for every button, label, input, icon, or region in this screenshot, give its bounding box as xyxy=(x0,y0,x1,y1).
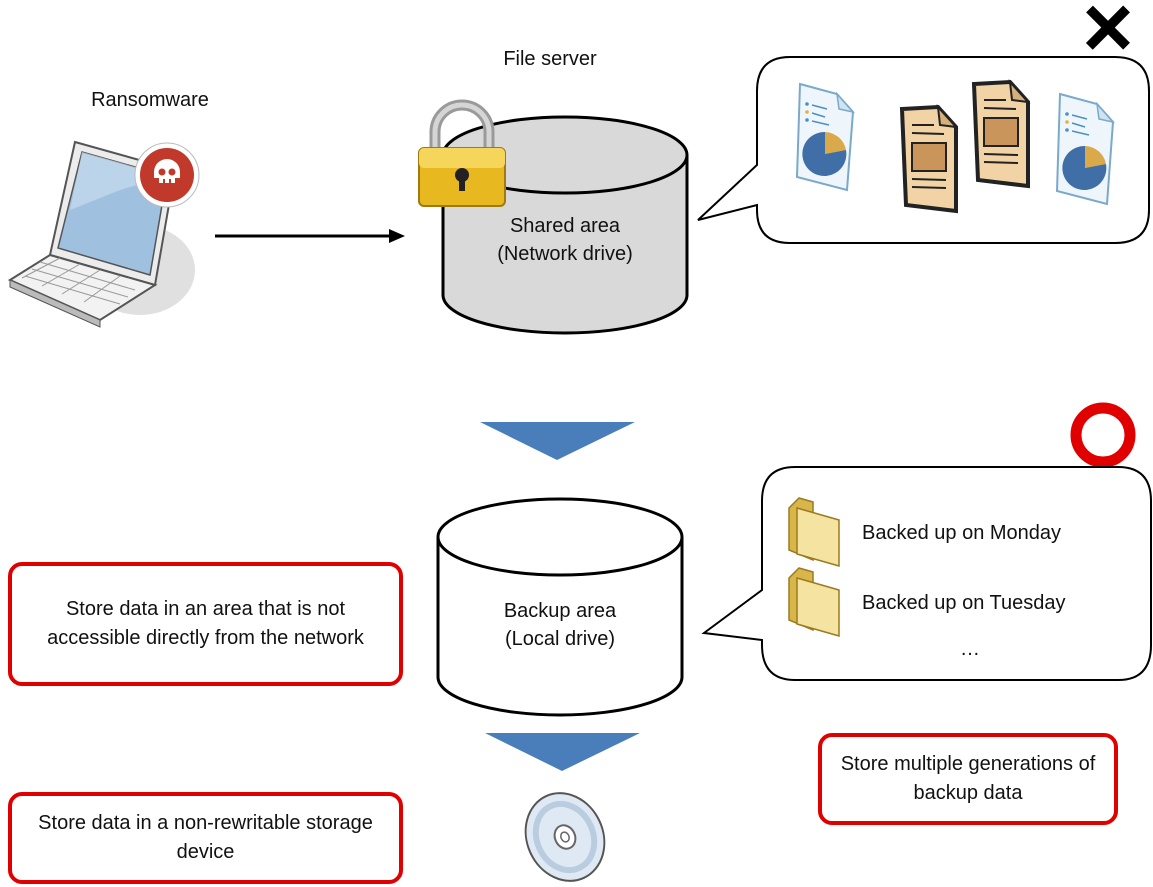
backup-generations-bubble xyxy=(701,466,1152,681)
down-arrow xyxy=(480,422,635,460)
backup-area-cylinder xyxy=(436,497,684,717)
backup-monday-label: Backed up on Monday xyxy=(862,522,1062,544)
note-not-accessible: Store data in an area that is not access… xyxy=(8,562,403,686)
down-arrow xyxy=(485,733,640,771)
chart-document-icon xyxy=(795,82,856,192)
padlock-icon xyxy=(418,99,506,207)
chart-document-icon xyxy=(1055,92,1116,206)
folder-icon xyxy=(788,567,840,637)
skull-badge-icon xyxy=(134,142,200,208)
shared-area-title: Shared area xyxy=(509,215,621,237)
fail-x-mark: × xyxy=(1082,0,1134,76)
backup-area-subtitle: (Local drive) xyxy=(504,628,616,650)
file-server-label: File server xyxy=(503,48,597,70)
backup-area-title: Backup area xyxy=(503,600,617,622)
ransomware-label: Ransomware xyxy=(91,89,209,111)
folder-icon xyxy=(788,497,840,567)
note-multiple-generations: Store multiple generations of backup dat… xyxy=(818,733,1118,825)
success-circle-mark xyxy=(1070,402,1136,468)
backup-tuesday-label: Backed up on Tuesday xyxy=(862,592,1066,614)
encrypted-document-icon xyxy=(899,104,959,214)
backup-ellipsis: … xyxy=(960,638,980,660)
attack-arrow xyxy=(215,229,405,243)
optical-disc-icon xyxy=(524,792,606,882)
encrypted-document-icon xyxy=(971,79,1031,189)
note-non-rewritable: Store data in a non-rewritable storage d… xyxy=(8,792,403,884)
shared-area-subtitle: (Network drive) xyxy=(497,243,633,265)
